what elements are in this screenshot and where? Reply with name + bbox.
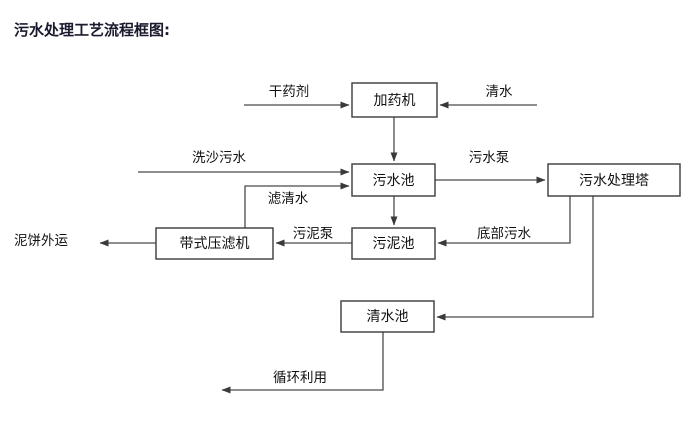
edge-treatment-tower-to-clean-water-pool (436, 196, 594, 321)
node-box (351, 227, 436, 260)
node-treatment-tower[interactable]: 污水处理塔 (547, 163, 681, 197)
node-box (547, 163, 681, 197)
edge-label-recycle-reuse: 循环利用 (273, 370, 327, 386)
page-title: 污水处理工艺流程框图: (14, 21, 170, 39)
node-box (351, 163, 436, 197)
edge-label-filtered-water: 滤清水 (268, 191, 309, 207)
edge-filtered-water-to-sewage-pool (244, 182, 350, 228)
node-label: 污水处理塔 (579, 173, 649, 189)
node-belt-filter-press[interactable]: 带式压滤机 (155, 227, 274, 260)
node-label: 加药机 (374, 93, 416, 109)
node-box (351, 82, 438, 118)
edge-bottom-sewage-to-sludge-pool (437, 196, 571, 247)
node-clean-water-pool[interactable]: 清水池 (340, 300, 435, 333)
node-label: 带式压滤机 (180, 236, 250, 252)
terminal-label-mud-cake-out: 泥饼外运 (14, 233, 68, 249)
edge-label-sludge-pump: 污泥泵 (293, 226, 334, 242)
node-box (155, 227, 274, 260)
edge-label-clean-water: 清水 (486, 84, 514, 100)
edge-label-bottom-sewage: 底部污水 (477, 226, 531, 242)
node-sludge-pool[interactable]: 污泥池 (351, 227, 436, 260)
node-label: 污泥池 (373, 236, 415, 252)
edge-label-dry-chemical: 干药剂 (269, 84, 310, 100)
node-dosing-machine[interactable]: 加药机 (351, 82, 438, 118)
edge-label-sand-wash-sewage: 洗沙污水 (192, 150, 246, 166)
node-label: 污水池 (373, 173, 415, 189)
node-box (340, 300, 435, 333)
edge-clean-water-pool-to-recycle-reuse (221, 332, 384, 394)
edge-label-sewage-pump: 污水泵 (469, 150, 510, 166)
node-sewage-pool[interactable]: 污水池 (351, 163, 436, 197)
node-label: 清水池 (367, 309, 409, 325)
